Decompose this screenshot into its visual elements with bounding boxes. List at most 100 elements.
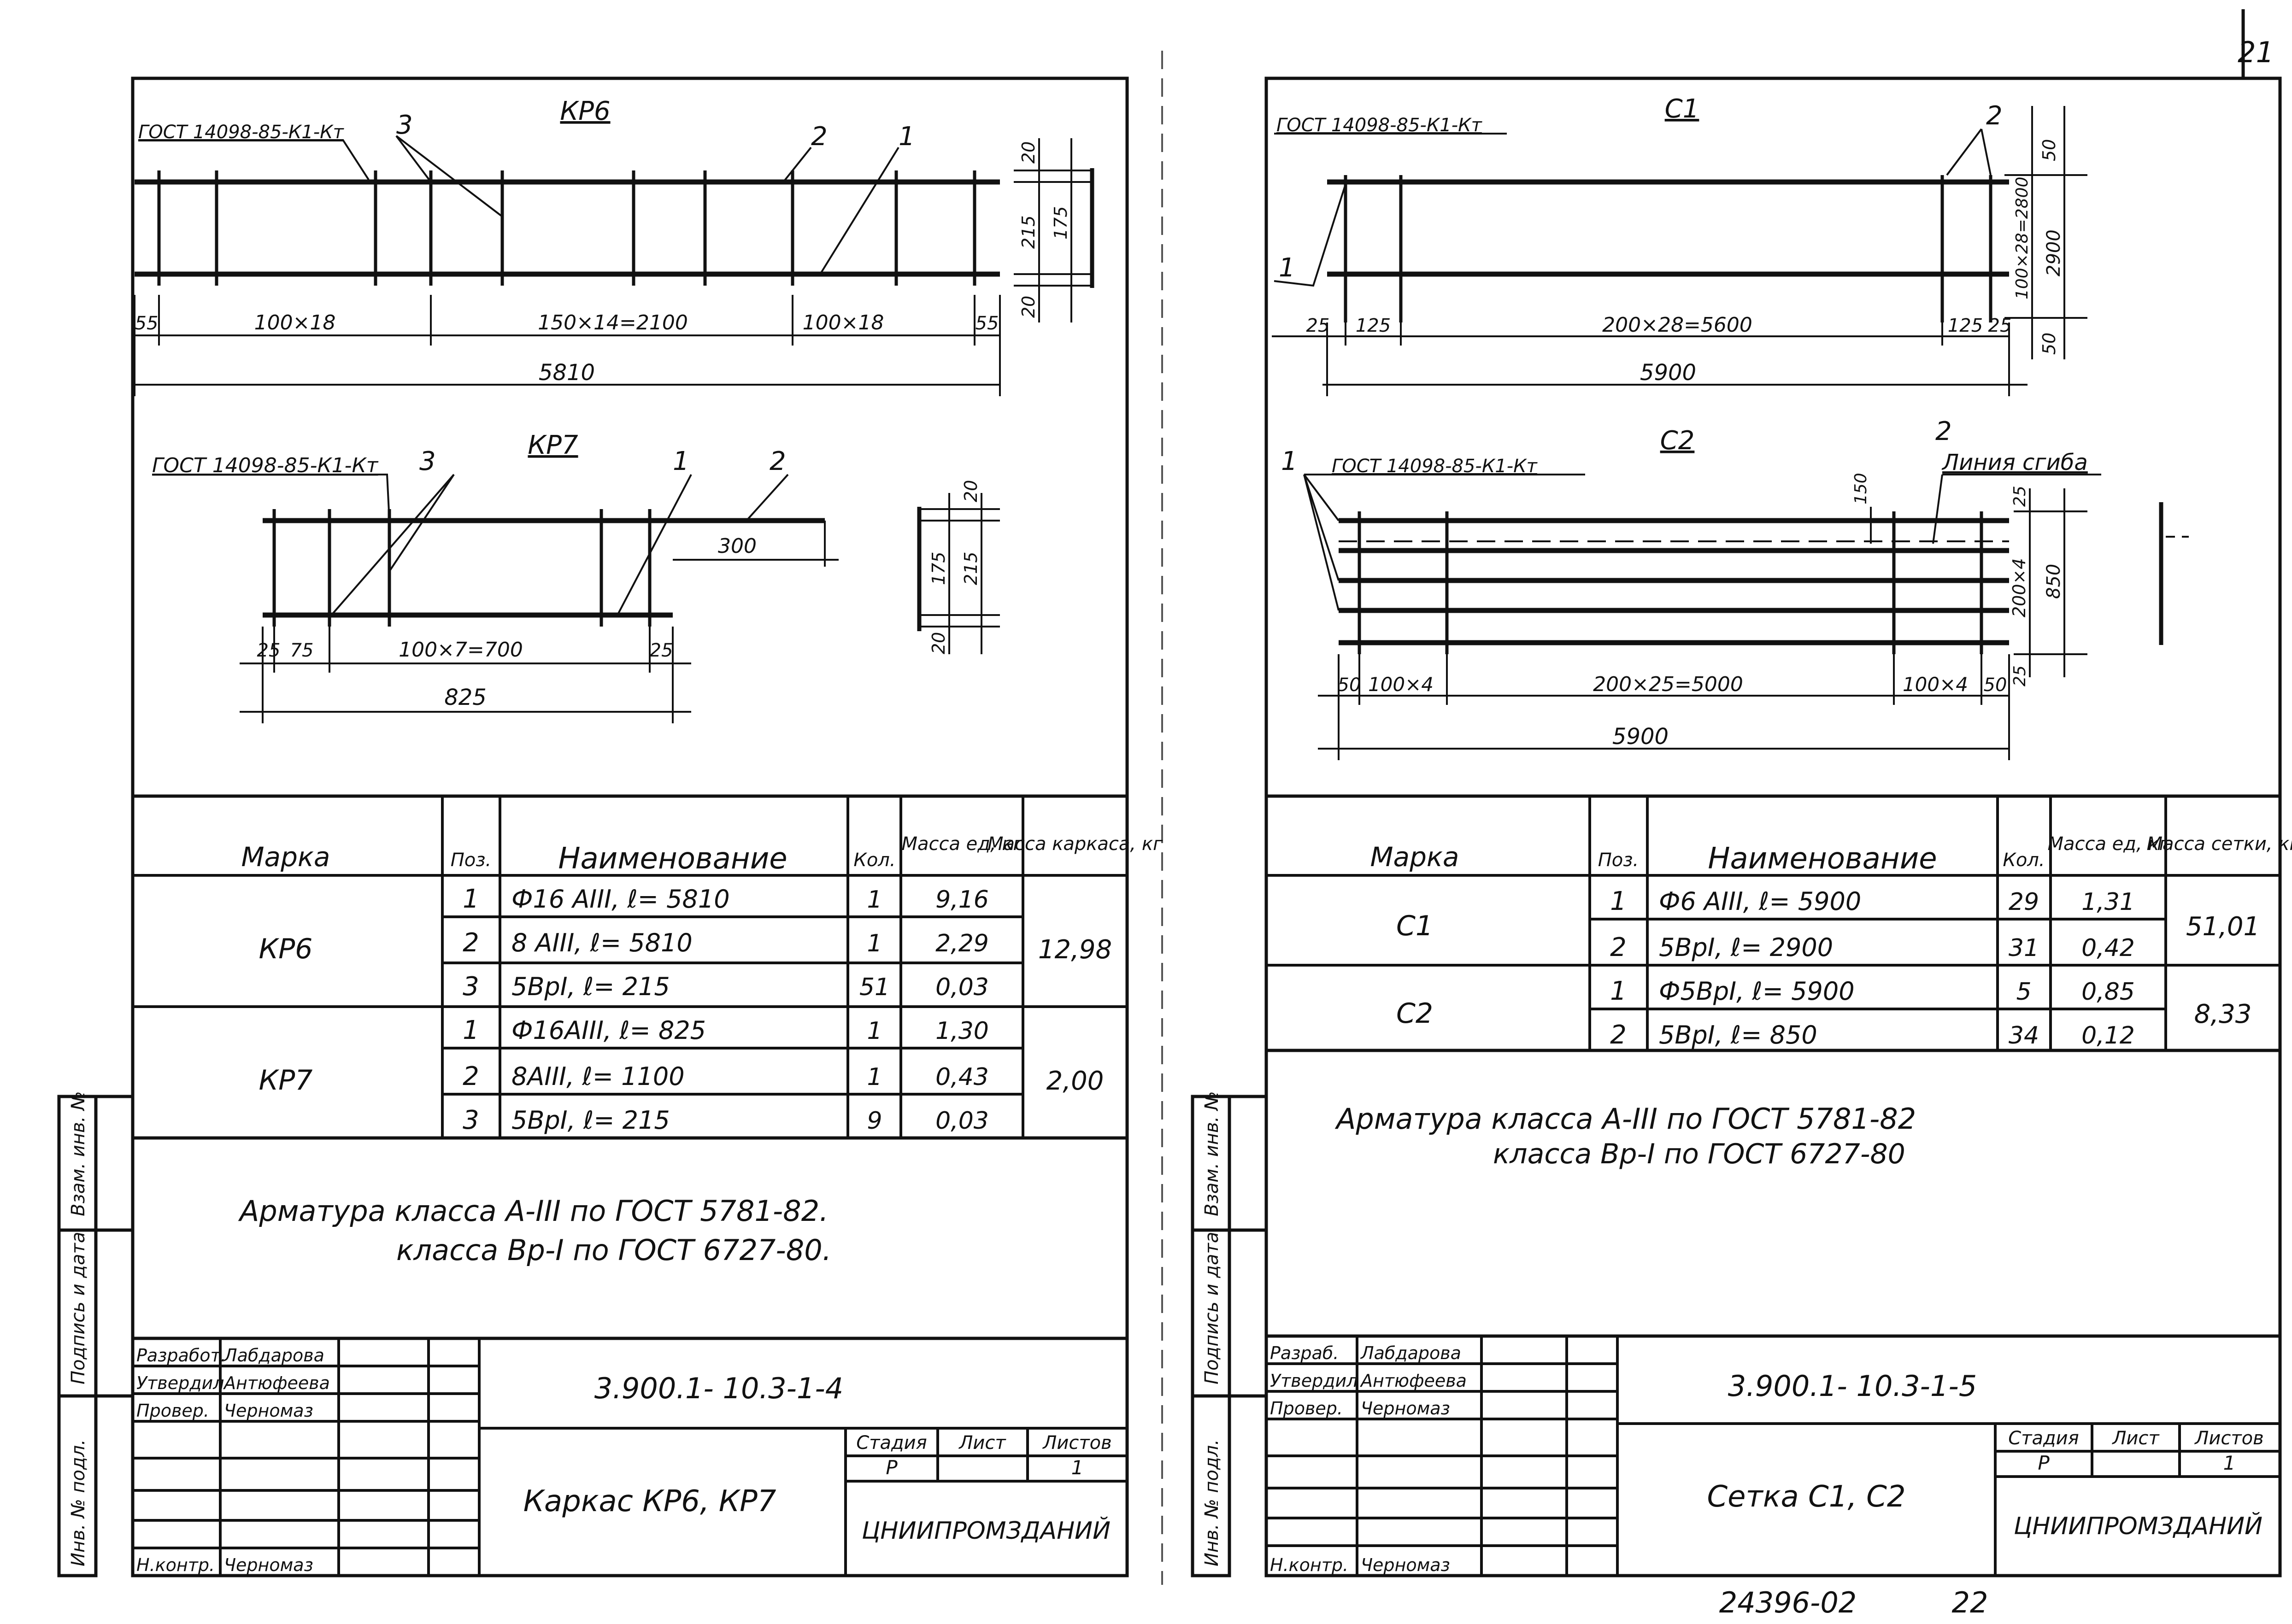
- bottom-sheet-number: 22: [1952, 1586, 1988, 1619]
- c1-dim-total: 5900: [1640, 360, 1696, 386]
- right-name-1-1: 5ВрI, ℓ= 850: [1659, 1020, 1817, 1049]
- right-name-0-1: 5ВрI, ℓ= 2900: [1659, 933, 1833, 962]
- left-stamp-role-3: Провер.: [136, 1401, 209, 1421]
- left-pos-0-0: 1: [463, 884, 479, 914]
- left-frame: [131, 76, 1129, 1577]
- kr7-dim-300: 300: [718, 534, 757, 558]
- left-mass-1-2: 0,03: [935, 1107, 989, 1135]
- left-stamp-stage-header: Стадия: [856, 1432, 927, 1454]
- right-name-0-0: Ф6 АIII, ℓ= 5900: [1659, 887, 1861, 916]
- left-mass-1-1: 0,43: [935, 1063, 989, 1091]
- right-name-1-0: Ф5ВрI, ℓ= 5900: [1659, 977, 1855, 1006]
- kr6-pos1: 1: [899, 122, 915, 152]
- right-side-label-3: Инв. № подл.: [1201, 1439, 1222, 1566]
- kr7-drawing: [152, 474, 1000, 723]
- left-stamp-name-2: Антюфеева: [223, 1373, 330, 1393]
- c2-gost-label: ГОСТ 14098-85-К1-Кт: [1332, 456, 1538, 477]
- right-pos-0-0: 1: [1610, 886, 1627, 916]
- kr7-dim-a: 25: [257, 640, 281, 661]
- left-qty-1-1: 1: [867, 1063, 882, 1091]
- left-mass-0-1: 2,29: [935, 930, 989, 957]
- right-pos-1-0: 1: [1610, 976, 1627, 1006]
- s2-drawing: [1303, 474, 2189, 760]
- right-pos-0-1: 2: [1610, 932, 1627, 962]
- left-stamp-stage: Р: [886, 1456, 898, 1479]
- kr6-gost-label: ГОСТ 14098-85-К1-Кт: [138, 122, 345, 143]
- c2-dim-c: 200×25=5000: [1593, 673, 1743, 696]
- right-frame: [1264, 76, 2282, 1577]
- kr6-dim-v20b: 20: [1018, 296, 1039, 318]
- left-side-label-3: Инв. № подл.: [68, 1439, 89, 1566]
- right-stamp-role-4: Н.контр.: [1270, 1555, 1348, 1575]
- left-name-0-1: 8 АIII, ℓ= 5810: [511, 928, 693, 957]
- c1-dim-v2900: 2900: [2043, 229, 2064, 276]
- kr7-pos2: 2: [770, 446, 786, 476]
- left-stamp-sheets: 1: [1071, 1456, 1084, 1479]
- left-stamp-grid: [133, 1338, 1127, 1576]
- left-qty-0-1: 1: [867, 930, 882, 957]
- kr6-pos2: 2: [811, 122, 828, 152]
- kr7-dim-v215: 215: [961, 551, 981, 585]
- kr6-dim-v215: 215: [1018, 215, 1039, 249]
- right-stamp-org: ЦНИИПРОМЗДАНИЙ: [2014, 1512, 2263, 1540]
- left-stamp-title: Каркас КР6, КР7: [523, 1484, 776, 1518]
- right-stamp-grid: [1266, 1336, 2280, 1576]
- left-total-1: 2,00: [1046, 1066, 1104, 1096]
- right-total-0: 51,01: [2186, 912, 2260, 942]
- kr6-dim-d: 100×18: [803, 311, 884, 334]
- left-name-1-0: Ф16АIII, ℓ= 825: [511, 1016, 706, 1045]
- kr6-dim-e: 55: [976, 313, 999, 334]
- left-side-label-1: Взам. инв. №: [68, 1091, 89, 1216]
- right-qty-0-1: 31: [2009, 934, 2039, 962]
- left-side-label-2: Подпись и дата: [68, 1232, 89, 1384]
- left-stamp-role-1: Разработ.: [136, 1345, 226, 1366]
- right-stamp-sheet-header: Лист: [2111, 1428, 2160, 1449]
- left-qty-0-0: 1: [867, 886, 882, 914]
- kr6-dim-a: 55: [135, 313, 159, 334]
- kr7-dim-d: 25: [650, 640, 673, 661]
- kr6-dim-v175: 175: [1051, 206, 1071, 240]
- c2-pos1: 1: [1281, 446, 1298, 476]
- kr6-dim-v20a: 20: [1018, 141, 1039, 164]
- kr6-dim-total: 5810: [539, 360, 595, 386]
- c2-dim-total: 5900: [1612, 724, 1669, 750]
- c1-dim-a: 25: [1306, 315, 1330, 336]
- right-mass-0-1: 0,42: [2081, 934, 2135, 962]
- left-th-mark: Марка: [241, 841, 330, 873]
- right-th-mark: Марка: [1370, 841, 1459, 873]
- right-stamp-sheets-header: Листов: [2194, 1428, 2263, 1449]
- left-qty-1-2: 9: [867, 1107, 882, 1135]
- left-stamp-role-2: Утвердил: [136, 1373, 224, 1393]
- c2-dim-v850: 850: [2043, 564, 2064, 599]
- right-th-pos: Поз.: [1598, 850, 1639, 871]
- right-stamp-name-2: Антюфеева: [1359, 1371, 1467, 1391]
- left-name-1-2: 5ВрI, ℓ= 215: [511, 1106, 670, 1135]
- c1-dim-v50b: 50: [2039, 333, 2059, 355]
- kr6-dim-b: 100×18: [254, 311, 336, 334]
- right-table-grid: [1266, 796, 2280, 1050]
- c1-pos1: 1: [1279, 253, 1295, 283]
- kr7-dim-total: 825: [444, 685, 487, 710]
- kr7-dim-v20b: 20: [929, 632, 949, 654]
- c2-dim-d: 100×4: [1903, 673, 1968, 696]
- kr6-title: КР6: [560, 96, 610, 126]
- left-note-line1: Арматура класса А-III по ГОСТ 5781-82.: [238, 1194, 829, 1228]
- kr7-dim-v20a: 20: [961, 480, 981, 502]
- right-stamp-title: Сетка С1, С2: [1707, 1480, 1905, 1514]
- right-th-mass-total: Масса сетки, кг: [2147, 833, 2292, 855]
- kr7-pos3: 3: [419, 446, 436, 476]
- right-stamp-name-4: Черномаз: [1361, 1555, 1450, 1575]
- kr7-dim-v175: 175: [929, 551, 949, 585]
- left-pos-1-1: 2: [463, 1061, 479, 1091]
- c1-dim-c: 200×28=5600: [1602, 313, 1752, 337]
- left-mark-1: КР7: [259, 1064, 313, 1096]
- left-total-0: 12,98: [1038, 935, 1112, 965]
- right-note-line1: Арматура класса А-III по ГОСТ 5781-82: [1334, 1102, 1916, 1136]
- c2-dim-e: 50: [1984, 674, 2007, 696]
- left-name-0-2: 5ВрI, ℓ= 215: [511, 972, 670, 1001]
- right-stamp-role-3: Провер.: [1270, 1398, 1343, 1419]
- right-mass-1-1: 0,12: [2081, 1022, 2135, 1049]
- c2-dim-a: 50: [1338, 674, 1361, 696]
- right-th-name: Наименование: [1708, 842, 1937, 876]
